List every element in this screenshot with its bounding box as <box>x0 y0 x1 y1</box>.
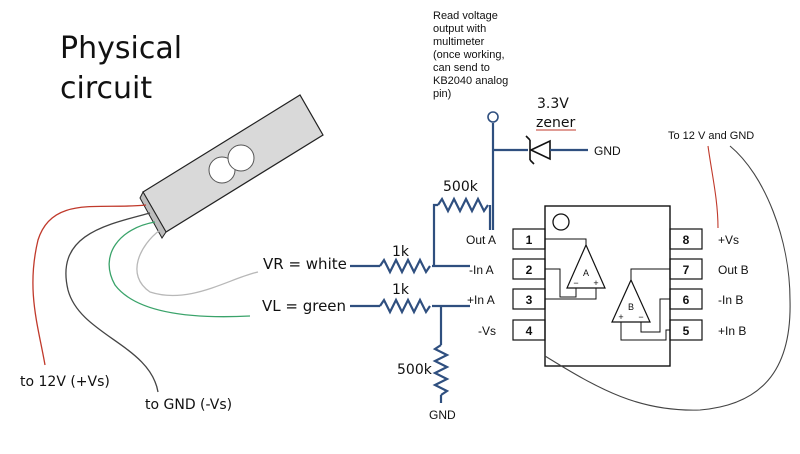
supply-wire-to-vs-plus <box>707 145 719 229</box>
load-cell-sensor <box>139 94 324 239</box>
supply-label: To 12 V and GND <box>668 130 754 142</box>
resistor-input-a <box>379 257 431 275</box>
pin-4 <box>512 319 546 341</box>
zener-value-label: 3.3V <box>537 96 569 112</box>
probe-point <box>487 111 499 123</box>
red-lead-label: to 12V (+Vs) <box>20 374 110 390</box>
resistor-input-b <box>379 297 431 315</box>
resistor-input-a-label: 1k <box>392 244 410 260</box>
pin-1-label: Out A <box>466 233 496 247</box>
resistor-input-b-label: 1k <box>392 282 410 298</box>
amp-a-internal-wiring <box>545 238 597 300</box>
readout-note: Read voltage output with multimeter (onc… <box>433 10 511 100</box>
amp-b-internal-wiring <box>620 268 670 341</box>
pin-8 <box>669 228 703 250</box>
pin-8-number: 8 <box>683 233 690 247</box>
readout-note-line: Read voltage <box>433 10 498 22</box>
red-lead-wire <box>32 204 147 366</box>
supply-wire-to-vs-minus <box>544 145 791 411</box>
black-lead-wire <box>65 212 159 393</box>
white-lead-wire <box>136 229 259 297</box>
zener-diode-symbol <box>525 135 551 165</box>
pin-2-number: 2 <box>526 263 533 277</box>
resistor-feedback-label: 500k <box>443 179 479 195</box>
pin-5-number: 5 <box>683 324 690 338</box>
amp-a-plus: + <box>593 278 598 288</box>
feedback-wire <box>432 203 438 266</box>
ground-label: GND <box>429 408 456 422</box>
zener-gnd-label: GND <box>594 144 621 158</box>
pin-3-label: +In A <box>467 293 495 307</box>
amp-b-label: B <box>628 302 634 312</box>
pin-2-label: -In A <box>469 263 494 277</box>
pin-4-number: 4 <box>526 324 533 338</box>
green-lead-wire <box>108 221 251 318</box>
resistor-feedback <box>437 196 489 214</box>
pin-5-label: +In B <box>718 324 746 338</box>
pin-6-number: 6 <box>683 293 690 307</box>
amp-b-minus: − <box>638 312 643 322</box>
readout-note-line: multimeter <box>433 36 485 48</box>
zener-name-label: zener <box>536 115 575 131</box>
pin-8-label: +Vs <box>718 233 739 247</box>
readout-note-line: (once working, <box>433 49 505 61</box>
pin-7-label: Out B <box>718 263 749 277</box>
vl-signal-label: VL = green <box>262 297 346 315</box>
black-lead-label: to GND (-Vs) <box>145 397 232 413</box>
pin-3-number: 3 <box>526 293 533 307</box>
chip-notch <box>552 213 570 231</box>
resistor-ground <box>432 344 450 396</box>
amp-a-triangle <box>566 243 606 289</box>
amp-a-label: A <box>583 268 589 278</box>
pin-7-number: 7 <box>683 263 690 277</box>
amp-b-plus: + <box>618 312 623 322</box>
title-line-1: Physical <box>60 31 182 66</box>
vr-signal-label: VR = white <box>263 255 347 273</box>
pin-4-label: -Vs <box>478 324 496 338</box>
readout-note-line: KB2040 analog <box>433 75 508 87</box>
op-amp-chip: 1 2 3 4 8 7 6 5 A − + B + − <box>512 205 703 367</box>
readout-note-line: can send to <box>433 62 490 74</box>
pin-1-number: 1 <box>526 233 533 247</box>
readout-note-line: pin) <box>433 88 451 100</box>
amp-b-triangle <box>611 278 651 323</box>
pin-6-label: -In B <box>718 293 743 307</box>
amp-a-minus: − <box>573 278 578 288</box>
title-line-2: circuit <box>60 71 152 106</box>
resistor-ground-label: 500k <box>397 362 433 378</box>
readout-note-line: output with <box>433 23 486 35</box>
